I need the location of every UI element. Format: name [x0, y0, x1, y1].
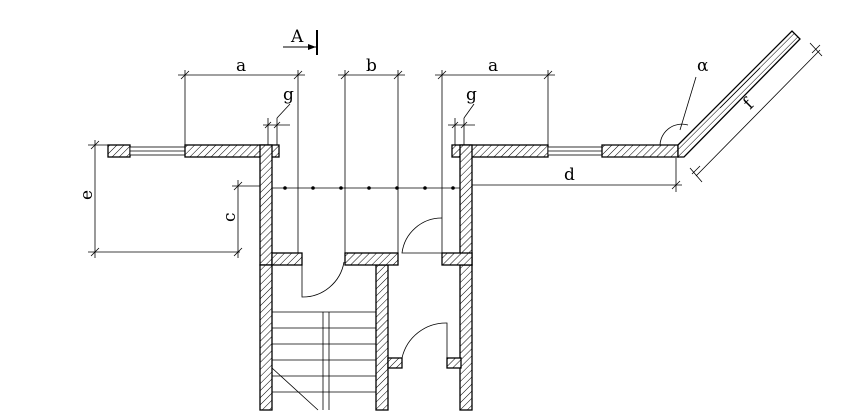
dimension-e: e: [77, 140, 240, 258]
dimension-d: d: [460, 158, 682, 192]
dimension-a-left: a: [178, 56, 305, 255]
dimension-g-right-label: g: [466, 85, 477, 105]
door-swings: [301, 217, 448, 359]
dimension-g-left-label: g: [283, 85, 294, 105]
dimension-c-label: c: [220, 212, 240, 222]
partition-walls: [271, 252, 473, 369]
dimension-g-right: g: [448, 85, 477, 145]
beam-line: [272, 186, 460, 190]
right-exterior-wall: [451, 30, 801, 158]
dimension-b: b: [338, 56, 405, 255]
dimension-c: c: [220, 180, 262, 258]
staircase: [271, 311, 376, 411]
dimension-d-label: d: [564, 165, 575, 185]
angle-alpha-label: α: [697, 56, 709, 76]
angle-alpha: α: [659, 56, 709, 149]
dimension-a-left-label: a: [236, 56, 246, 76]
dimension-e-label: e: [77, 190, 97, 200]
dimension-b-label: b: [366, 56, 377, 76]
corridor-walls: [259, 144, 473, 411]
section-mark-label: A: [290, 27, 304, 47]
dimension-a-right-label: a: [488, 56, 498, 76]
section-mark: A: [283, 27, 318, 55]
dimension-g-left: g: [263, 85, 294, 145]
dimension-a-right: a: [435, 56, 555, 255]
left-exterior-wall: [107, 144, 280, 158]
